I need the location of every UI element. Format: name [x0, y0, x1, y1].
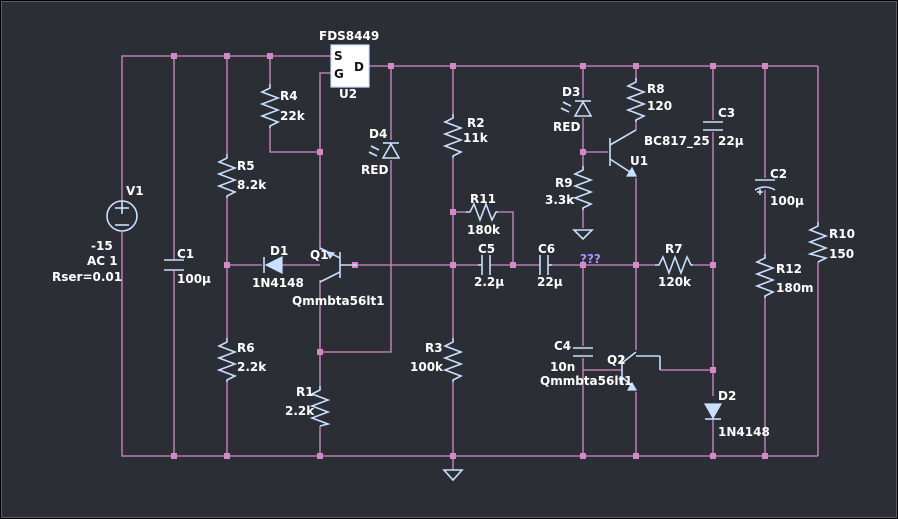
- r4-resistor-symbol: [259, 84, 281, 128]
- r6-value-label: 2.2k: [237, 360, 267, 374]
- r7-value-label: 120k: [658, 275, 692, 289]
- r8-resistor-symbol: [625, 78, 647, 122]
- c4-value-label: 10n: [550, 360, 575, 374]
- u1-ref-label: U1: [630, 154, 648, 168]
- d3-ref-label: D3: [562, 85, 580, 99]
- v1-ref-label: V1: [126, 184, 144, 198]
- junctions: [171, 53, 768, 459]
- r3-resistor-symbol: [442, 338, 464, 382]
- c6-value-label: 22µ: [537, 275, 563, 289]
- r10-resistor-symbol: [807, 222, 829, 263]
- q2-ref-label: Q2: [607, 353, 626, 367]
- r2-value-label: 11k: [463, 131, 489, 145]
- r4-value-label: 22k: [280, 109, 306, 123]
- u2-ref-label: U2: [339, 87, 357, 101]
- r3-ref-label: R3: [425, 341, 443, 355]
- r5-ref-label: R5: [237, 159, 255, 173]
- c2-capacitor-symbol: [754, 179, 776, 195]
- c4-capacitor-symbol: [573, 347, 593, 357]
- d2-ref-label: D2: [718, 389, 736, 403]
- r10-ref-label: R10: [829, 227, 855, 241]
- r12-value-label: 180m: [776, 281, 814, 295]
- u2-pin-s: S: [334, 49, 343, 63]
- q1-transistor-symbol: [319, 247, 357, 283]
- c1-value-label: 100µ: [177, 272, 211, 286]
- u1-part-label: BC817_25: [644, 134, 710, 149]
- d4-value-label: RED: [361, 163, 388, 177]
- r8-value-label: 120: [647, 99, 672, 113]
- d2-diode-symbol: [703, 403, 723, 420]
- r12-resistor-symbol: [754, 254, 776, 298]
- c3-value-label: 22µ: [718, 134, 744, 148]
- q2-transistor-symbol: [621, 351, 661, 391]
- r11-ref-label: R11: [470, 192, 496, 206]
- r6-resistor-symbol: [216, 338, 238, 382]
- r1-value-label: 2.2k: [285, 404, 315, 418]
- q1-value-label: Qmmbta56lt1: [292, 294, 385, 308]
- v1-voltage-source-symbol: [106, 200, 138, 232]
- r9-resistor-symbol: [572, 166, 594, 210]
- c3-capacitor-symbol: [703, 121, 723, 131]
- r6-ref-label: R6: [237, 341, 255, 355]
- c5-ref-label: C5: [478, 242, 495, 256]
- r12-ref-label: R12: [776, 262, 802, 276]
- r7-ref-label: R7: [665, 242, 683, 256]
- component-labels: FDS8449 S G D U2 R4 22k D4 RED R2 11k R5…: [52, 29, 855, 439]
- ground-symbol-main: [442, 469, 464, 482]
- r1-ref-label: R1: [296, 385, 314, 399]
- r9-ref-label: R9: [555, 176, 573, 190]
- wires: [121, 55, 819, 470]
- d4-led-symbol: [368, 142, 401, 159]
- r3-value-label: 100k: [410, 360, 444, 374]
- r11-value-label: 180k: [467, 223, 501, 237]
- u2-mosfet-symbol: [330, 44, 370, 88]
- q1-ref-label: Q1: [310, 248, 329, 262]
- u2-part-label: FDS8449: [319, 29, 379, 43]
- c4-part-label: Qmmbta56lt1: [540, 374, 633, 388]
- c5-capacitor-symbol: [478, 255, 491, 275]
- r1-resistor-symbol: [309, 386, 331, 427]
- r10-value-label: 150: [829, 247, 854, 261]
- d1-ref-label: D1: [270, 244, 288, 258]
- c3-ref-label: C3: [718, 106, 735, 120]
- ground-symbol-r9: [572, 229, 594, 241]
- net-unknown-label: ???: [580, 252, 601, 266]
- r2-resistor-symbol: [442, 114, 464, 158]
- u1-transistor-symbol: [609, 129, 637, 177]
- r5-value-label: 8.2k: [237, 178, 267, 192]
- c1-ref-label: C1: [177, 247, 194, 261]
- c1-capacitor-symbol: [164, 259, 184, 271]
- c2-ref-label: C2: [770, 167, 787, 181]
- r7-resistor-symbol: [655, 254, 693, 276]
- d3-led-symbol: [560, 100, 593, 117]
- d2-value-label: 1N4148: [718, 425, 770, 439]
- u2-pin-g: G: [334, 67, 344, 81]
- v1-rser-label: Rser=0.01: [52, 270, 122, 284]
- u2-pin-d: D: [354, 60, 364, 74]
- r9-value-label: 3.3k: [545, 193, 575, 207]
- r2-ref-label: R2: [467, 116, 485, 130]
- r11-resistor-symbol: [466, 201, 498, 223]
- v1-dc-label: -15: [91, 239, 113, 253]
- c6-ref-label: C6: [538, 242, 555, 256]
- c5-value-label: 2.2µ: [474, 275, 504, 289]
- v1-ac-label: AC 1: [87, 254, 118, 268]
- d3-value-label: RED: [553, 120, 580, 134]
- c4-ref-label: C4: [554, 339, 571, 353]
- d1-value-label: 1N4148: [252, 276, 304, 290]
- c2-value-label: 100µ: [770, 194, 804, 208]
- r4-ref-label: R4: [280, 89, 298, 103]
- d4-ref-label: D4: [369, 127, 387, 141]
- r8-ref-label: R8: [647, 82, 665, 96]
- r5-resistor-symbol: [216, 154, 238, 198]
- d1-diode-symbol: [263, 256, 283, 274]
- c6-capacitor-symbol: [539, 255, 552, 275]
